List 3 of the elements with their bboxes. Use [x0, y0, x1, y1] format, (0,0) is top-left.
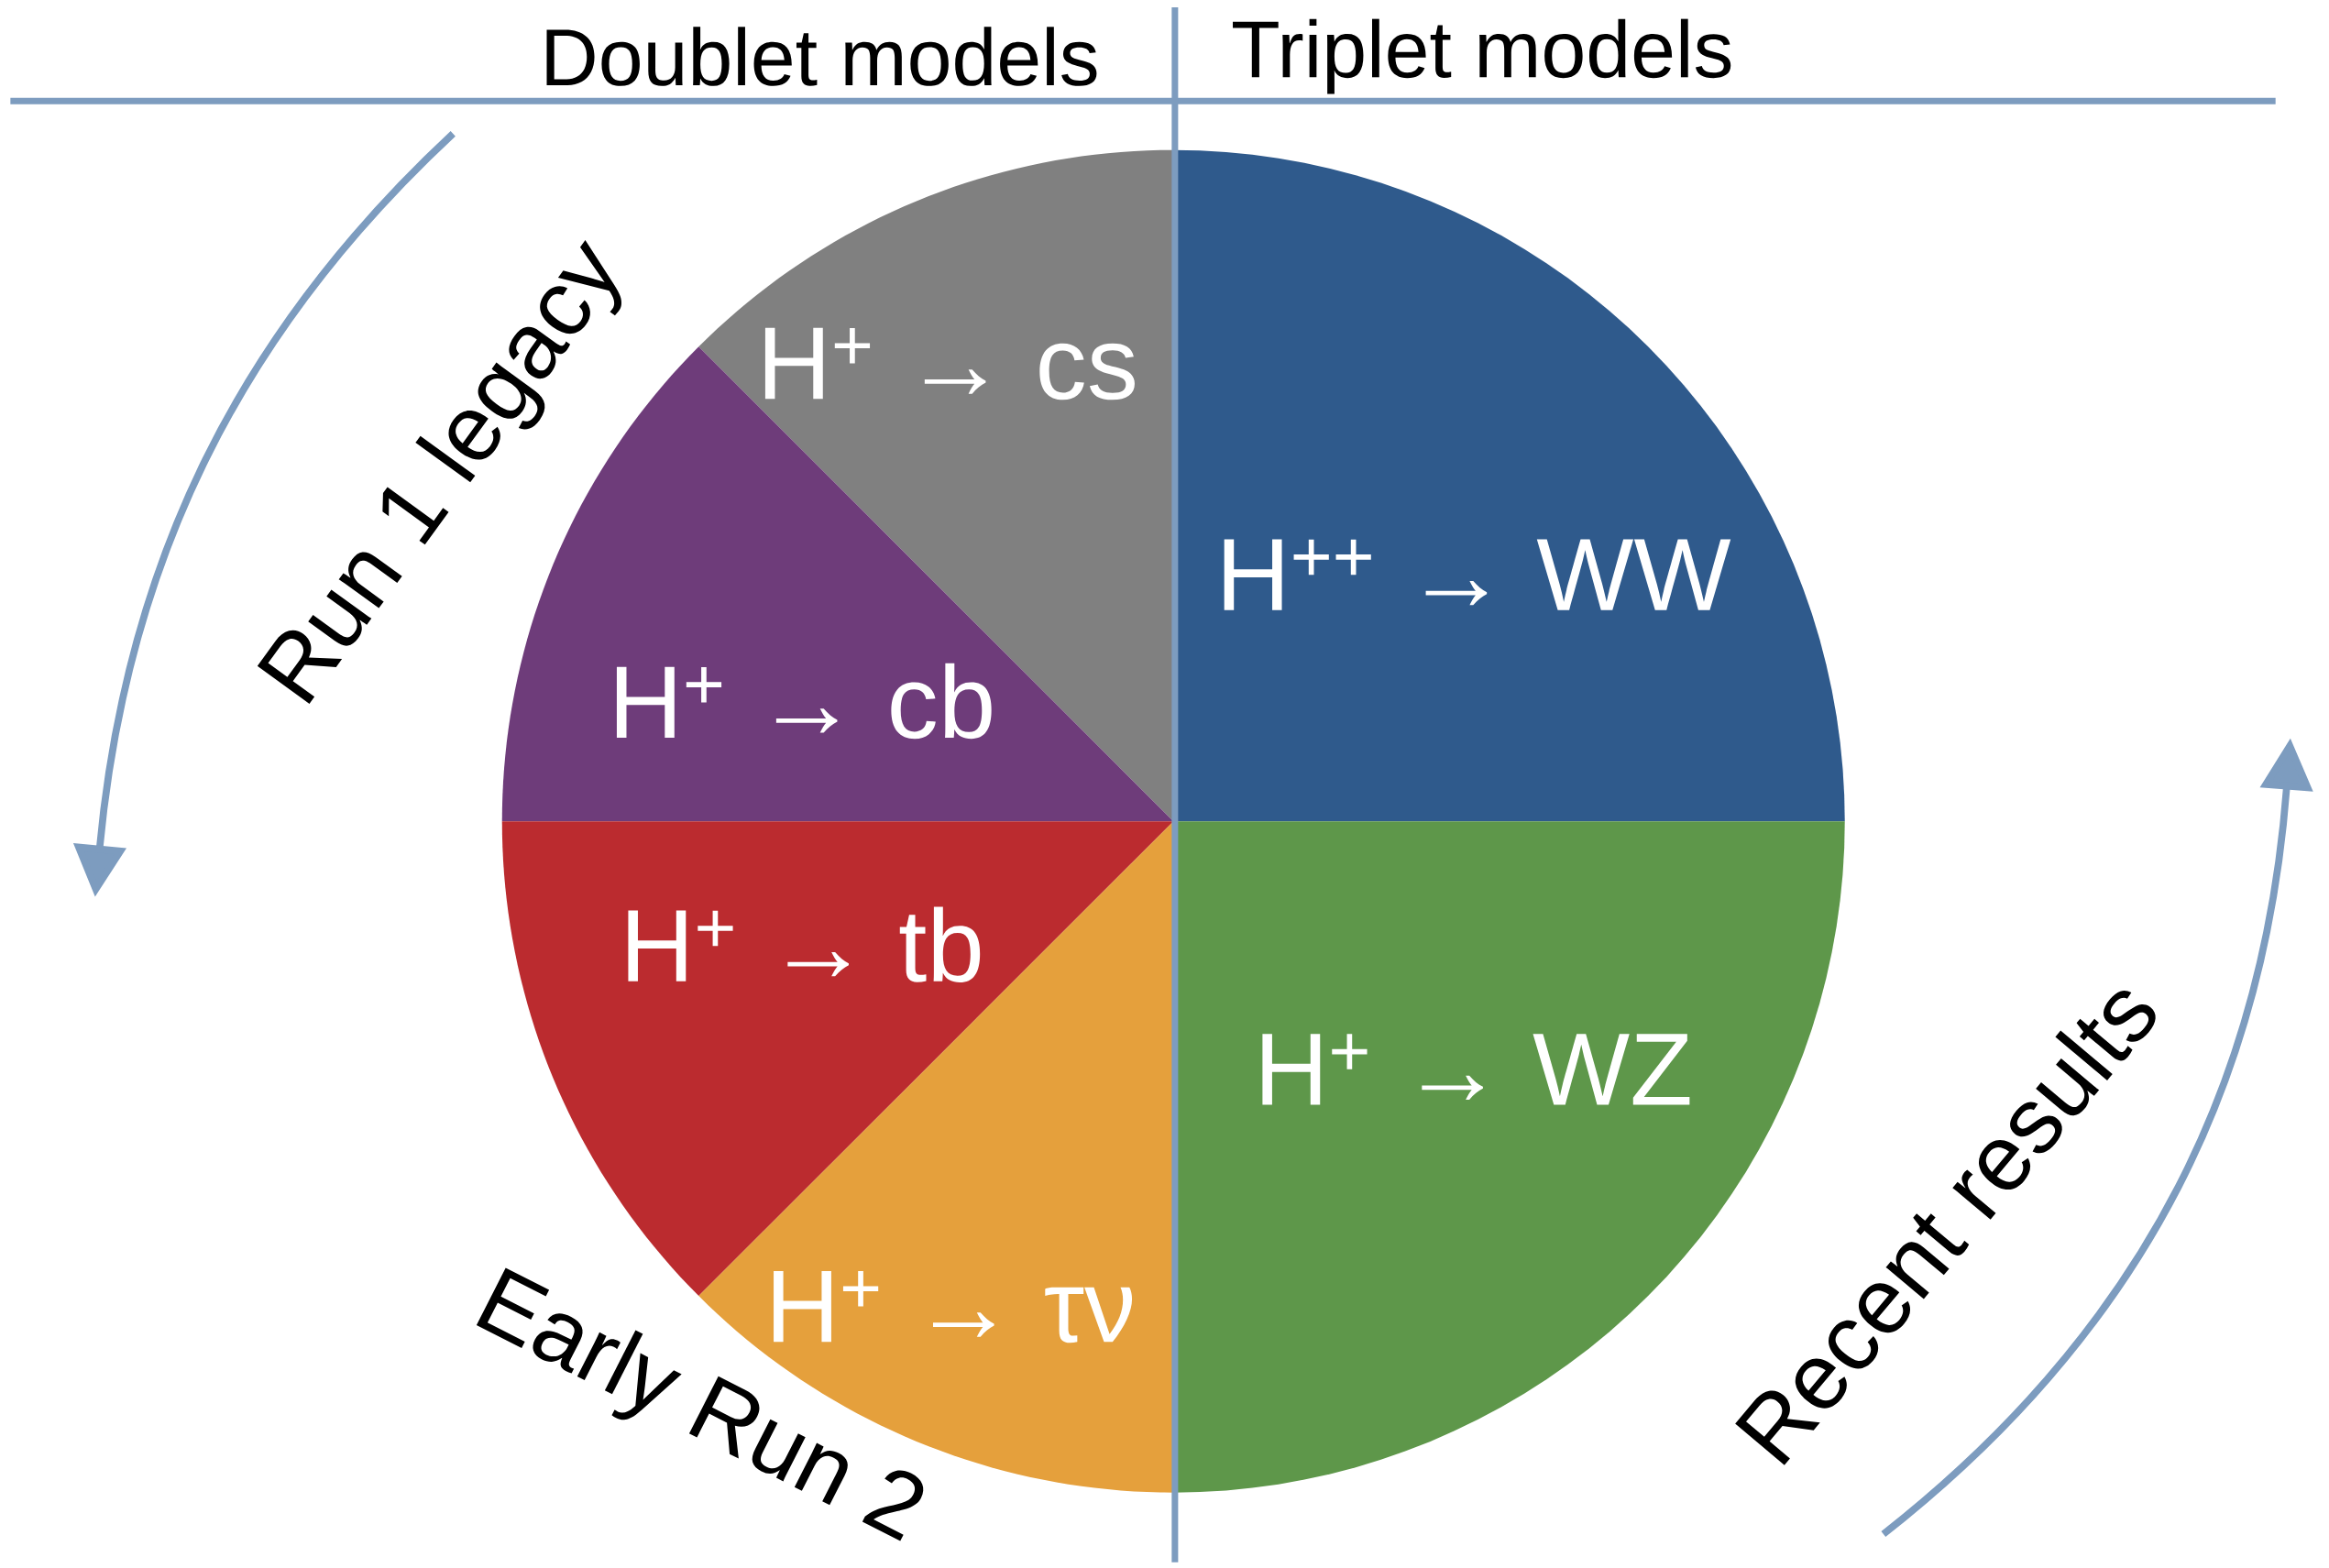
pie-sector: H$^{++}$ → WW: [1173, 149, 1845, 821]
header-text: Triplet models: [1233, 18, 1731, 94]
header-text: Doublet models: [546, 27, 1097, 86]
